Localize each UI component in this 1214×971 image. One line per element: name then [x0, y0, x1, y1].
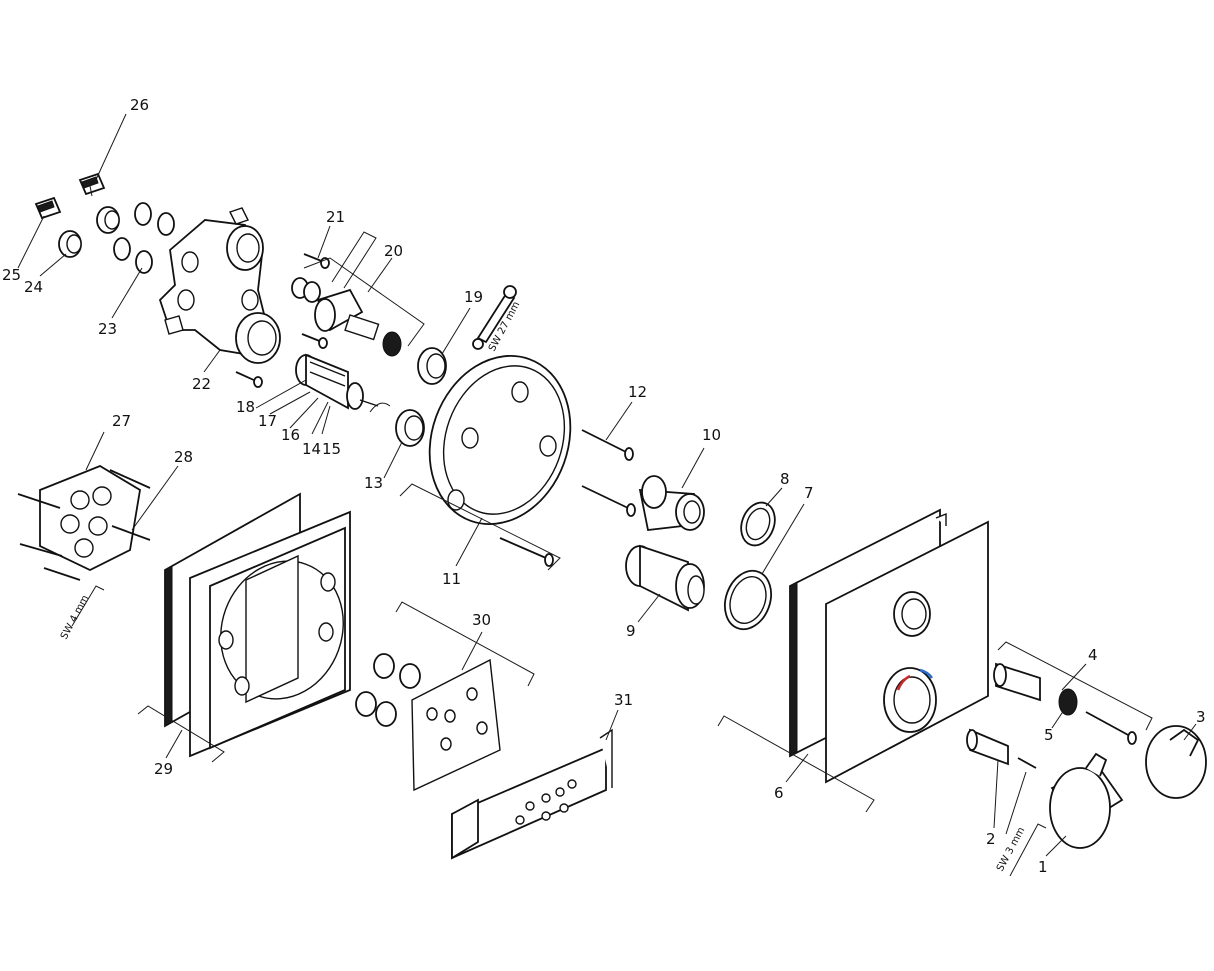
label-21: 21 [326, 208, 345, 226]
label-8: 8 [780, 470, 790, 488]
part-7-ring [724, 569, 772, 631]
part-6-cover-plate [789, 508, 989, 784]
label-9: 9 [626, 622, 636, 640]
part-19-nut [417, 285, 517, 385]
label-6: 6 [774, 784, 784, 802]
tool-label-sw4: SW 4 mm [59, 593, 91, 641]
label-12: 12 [628, 383, 647, 401]
label-29: 29 [154, 760, 173, 778]
leader-lines [17, 113, 1197, 857]
part-12-screws [499, 429, 636, 567]
part-25-check-valve [34, 196, 62, 220]
label-18: 18 [236, 398, 255, 416]
label-4: 4 [1088, 646, 1098, 664]
label-2: 2 [986, 830, 996, 848]
part-5-adapter [1058, 688, 1078, 716]
label-17: 17 [258, 412, 277, 430]
part-20-cartridge [291, 277, 402, 357]
label-23: 23 [98, 320, 117, 338]
label-30: 30 [472, 611, 491, 629]
part-23-o-rings [113, 202, 175, 274]
part-10-sleeve [638, 475, 705, 531]
part-14-18-thermostat-cartridge [295, 353, 391, 413]
label-20: 20 [384, 242, 403, 260]
label-28: 28 [174, 448, 193, 466]
part-13-nut [395, 409, 425, 447]
part-8-ring [740, 501, 776, 547]
part-3-handle [1145, 725, 1207, 799]
label-11: 11 [442, 570, 461, 588]
label-3: 3 [1196, 708, 1206, 726]
label-22: 22 [192, 375, 211, 393]
part-26-check-valve [78, 172, 106, 197]
label-13: 13 [364, 474, 383, 492]
part-2-spline-adapter [966, 728, 1047, 877]
part-11-mounting-plate [428, 355, 572, 525]
tool-label-sw3: SW 3 mm [995, 825, 1027, 873]
label-5: 5 [1044, 726, 1054, 744]
label-31: 31 [614, 691, 633, 709]
label-7: 7 [804, 484, 814, 502]
label-14: 14 [302, 440, 321, 458]
part-24b-filter [96, 206, 120, 234]
label-24: 24 [24, 278, 43, 296]
part-24-filter [58, 230, 82, 258]
label-26: 26 [130, 96, 149, 114]
label-19: 19 [464, 288, 483, 306]
part-21-screws [235, 231, 377, 388]
part-29-square-frame [164, 492, 351, 758]
part-number-labels: 26 25 24 23 22 21 20 19 18 17 16 14 15 1… [2, 96, 1206, 876]
part-31-bracket [451, 728, 613, 860]
label-27: 27 [112, 412, 131, 430]
part-1-handle [1049, 752, 1124, 849]
label-1: 1 [1038, 858, 1048, 876]
part-30-seals-and-plate [355, 653, 501, 792]
part-27-28-screw-set [17, 464, 151, 627]
label-10: 10 [702, 426, 721, 444]
part-22-valve-body [158, 207, 281, 364]
label-15: 15 [322, 440, 341, 458]
part-4-extension [993, 662, 1137, 745]
part-9-sleeve [625, 544, 705, 612]
label-25: 25 [2, 266, 21, 284]
label-16: 16 [281, 426, 300, 444]
